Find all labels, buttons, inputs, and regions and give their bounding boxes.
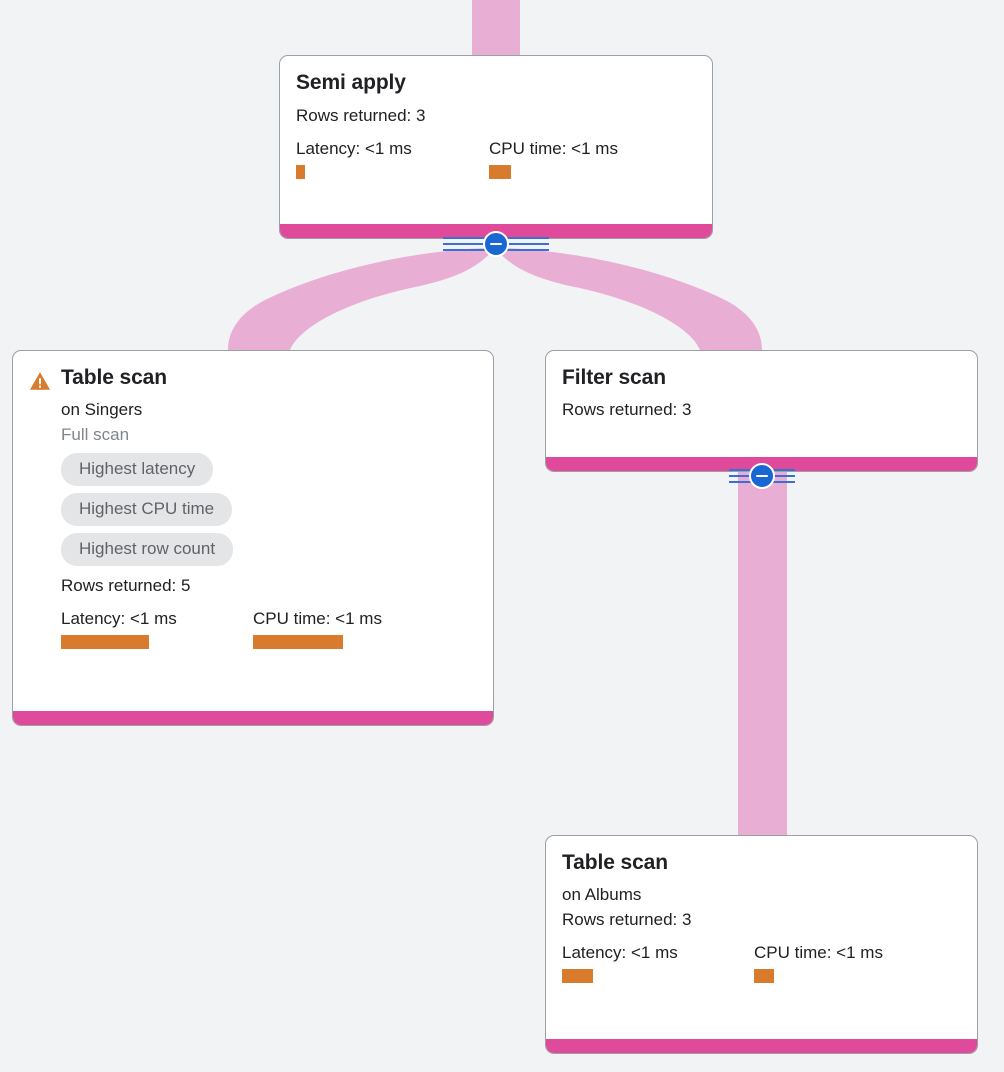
node-scan-note: Full scan [61,425,130,444]
node-subtitle: on Singers [61,400,143,419]
node-badge-list: Highest latency Highest CPU time Highest… [61,453,382,566]
node-accent-bar [13,711,493,725]
metric-latency-label: Latency: <1 ms [61,609,177,628]
node-table-scan-albums-header: Table scan [562,850,961,876]
metric-latency: Latency: <1 ms [562,942,754,983]
metric-cpu-time: CPU time: <1 ms [489,138,618,179]
node-table-scan-albums-body: Table scan on Albums Rows returned: 3 La… [546,836,977,1039]
node-title: Table scan [562,851,668,874]
node-semi-apply[interactable]: Semi apply Rows returned: 3 Latency: <1 … [279,55,713,239]
edge-semi-apply-to-filter-scan [496,248,762,350]
warning-triangle-icon [29,372,51,390]
node-filter-scan[interactable]: Filter scan Rows returned: 3 [545,350,978,472]
metric-cpu-time-label: CPU time: <1 ms [754,943,883,962]
node-metrics: Latency: <1 ms CPU time: <1 ms [296,138,696,179]
node-table-scan-singers-text-block: Table scan on Singers Full scan Highest … [61,365,382,649]
node-table-scan-singers-header: Table scan on Singers Full scan Highest … [29,365,477,649]
metric-latency-bar [61,635,149,649]
metric-latency-label: Latency: <1 ms [296,139,412,158]
toggle-filter-scan[interactable] [729,463,795,489]
node-table-scan-singers-body: Table scan on Singers Full scan Highest … [13,351,493,711]
minus-icon[interactable] [749,463,775,489]
node-subtitle: on Albums [562,885,642,904]
node-title: Semi apply [296,71,406,94]
toggle-semi-apply[interactable] [443,231,549,257]
rows-returned-text: Rows returned: 3 [296,106,426,125]
metric-latency-bar [562,969,593,983]
node-semi-apply-header: Semi apply [296,70,696,96]
metric-latency-bar [296,165,305,179]
node-accent-bar [546,1039,977,1053]
edge-filter-scan-to-table-scan-albums [738,466,787,841]
edge-semi-apply-to-table-scan-singers [228,248,494,350]
metric-cpu-time-bar [489,165,511,179]
node-table-scan-singers[interactable]: Table scan on Singers Full scan Highest … [12,350,494,726]
node-filter-scan-header: Filter scan [562,365,961,391]
status-badge-highest-cpu-time: Highest CPU time [61,493,233,526]
node-filter-scan-body: Filter scan Rows returned: 3 [546,351,977,457]
minus-icon[interactable] [483,231,509,257]
node-table-scan-albums[interactable]: Table scan on Albums Rows returned: 3 La… [545,835,978,1054]
status-badge-highest-row-count: Highest row count [61,533,234,566]
node-title: Table scan [61,366,167,389]
node-metrics: Latency: <1 ms CPU time: <1 ms [61,608,382,649]
rows-returned-text: Rows returned: 3 [562,400,692,419]
rows-returned-text: Rows returned: 5 [61,576,191,595]
metric-latency: Latency: <1 ms [61,608,253,649]
metric-latency-label: Latency: <1 ms [562,943,678,962]
metric-cpu-time: CPU time: <1 ms [253,608,382,649]
metric-cpu-time-label: CPU time: <1 ms [489,139,618,158]
node-title: Filter scan [562,366,666,389]
metric-cpu-time: CPU time: <1 ms [754,942,883,983]
rows-returned-text: Rows returned: 3 [562,910,692,929]
metric-cpu-time-bar [754,969,774,983]
edge-into-semi-apply [472,0,520,56]
metric-cpu-time-bar [253,635,343,649]
status-badge-highest-latency: Highest latency [61,453,214,486]
node-semi-apply-body: Semi apply Rows returned: 3 Latency: <1 … [280,56,712,224]
metric-latency: Latency: <1 ms [296,138,489,179]
metric-cpu-time-label: CPU time: <1 ms [253,609,382,628]
node-metrics: Latency: <1 ms CPU time: <1 ms [562,942,961,983]
